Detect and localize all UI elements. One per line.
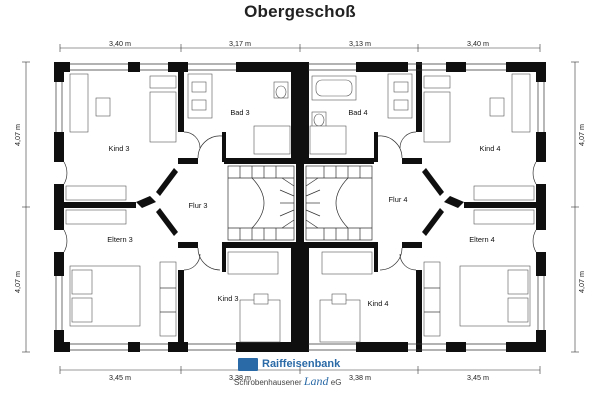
logo-sub-suffix: eG <box>330 378 342 387</box>
logo-sub-land: Land <box>303 374 329 388</box>
plan-title: Obergeschoß <box>244 2 356 21</box>
room-label-kind4-bottom: Kind 4 <box>368 299 389 308</box>
room-label-kind3-top: Kind 3 <box>109 144 130 153</box>
dim-top-1: 3,40 m <box>109 39 131 48</box>
room-label-eltern4: Eltern 4 <box>469 235 494 244</box>
room-label-bad3: Bad 3 <box>230 108 249 117</box>
door-swings <box>63 131 537 271</box>
dim-top-3: 3,13 m <box>349 39 371 48</box>
room-label-flur4: Flur 4 <box>389 195 408 204</box>
dim-bottom-3: 3,38 m <box>349 373 371 382</box>
room-label-flur3: Flur 3 <box>189 201 208 210</box>
staircase-left <box>227 165 295 241</box>
raiffeisenbank-logo: Raiffeisenbank Schrobenhausener Land eG <box>232 356 382 396</box>
logo-subtitle: Schrobenhausener Land eG <box>234 374 341 389</box>
furniture <box>65 73 535 343</box>
staircase-right <box>305 165 373 241</box>
dim-left-1: 4,07 m <box>13 124 22 146</box>
logo-bank-name: Raiffeisenbank <box>262 358 341 370</box>
room-label-bad4: Bad 4 <box>348 108 367 117</box>
room-label-eltern3: Eltern 3 <box>107 235 132 244</box>
dim-bottom-2: 3,38 m <box>229 373 251 382</box>
walls <box>54 62 546 352</box>
room-label-kind3-bottom: Kind 3 <box>218 294 239 303</box>
dim-left-2: 4,07 m <box>13 271 22 293</box>
dim-top-4: 3,40 m <box>467 39 489 48</box>
logo-sub-prefix: Schrobenhausener <box>234 378 302 387</box>
dim-top-2: 3,17 m <box>229 39 251 48</box>
dim-bottom-4: 3,45 m <box>467 373 489 382</box>
dimension-lines <box>22 44 579 374</box>
dim-right-1: 4,07 m <box>577 124 586 146</box>
room-label-kind4-top: Kind 4 <box>480 144 501 153</box>
raiffeisen-badge-icon <box>238 358 258 371</box>
dim-bottom-1: 3,45 m <box>109 373 131 382</box>
windows <box>55 63 545 351</box>
dim-right-2: 4,07 m <box>577 271 586 293</box>
